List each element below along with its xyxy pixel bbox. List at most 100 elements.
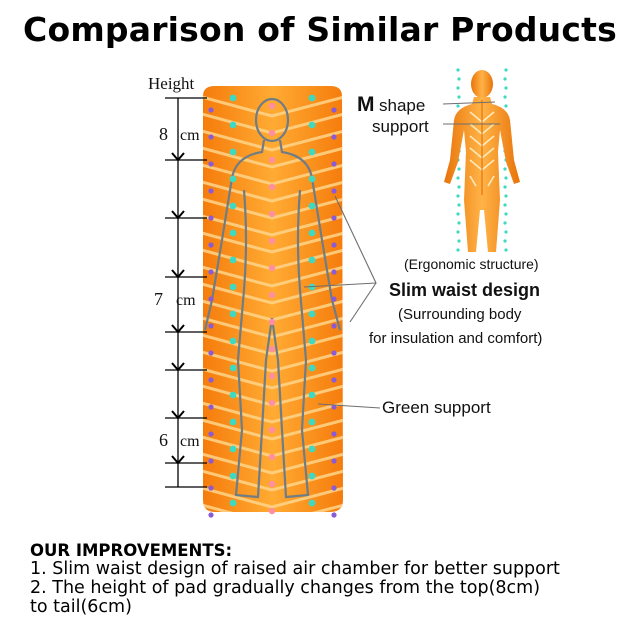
teal-dot <box>229 391 237 399</box>
teal-dot <box>308 472 316 480</box>
teal-dot <box>229 445 237 453</box>
purple-dot <box>208 350 214 356</box>
teal-dot <box>308 310 316 318</box>
teal-dot <box>229 283 237 291</box>
surround-label-line2: for insulation and comfort) <box>369 330 543 347</box>
purple-dot <box>331 431 337 437</box>
measure-8-value: 8 <box>159 124 168 144</box>
purple-dot <box>331 512 337 518</box>
center-dot <box>268 318 276 326</box>
purple-dot <box>208 458 214 464</box>
teal-dot <box>229 148 237 156</box>
improvements-heading: OUR IMPROVEMENTS: <box>30 541 233 560</box>
center-dot <box>268 183 276 191</box>
measure-6-value: 6 <box>159 430 168 450</box>
purple-dot <box>331 458 337 464</box>
teal-dot <box>229 310 237 318</box>
slim-waist-label: Slim waist design <box>389 280 541 300</box>
m-shape-label: shape <box>379 96 426 115</box>
teal-dot <box>308 445 316 453</box>
center-dot <box>268 480 276 488</box>
purple-dot <box>331 134 337 140</box>
improvement-item-2: 2. The height of pad gradually changes f… <box>30 578 541 617</box>
teal-dot <box>229 94 237 102</box>
teal-dot <box>229 202 237 210</box>
improvement-item-1: 1. Slim waist design of raised air chamb… <box>30 559 560 579</box>
teal-dot <box>229 256 237 264</box>
teal-dot <box>308 391 316 399</box>
center-dot <box>268 372 276 380</box>
teal-dot <box>229 472 237 480</box>
teal-dot <box>229 175 237 183</box>
teal-dot <box>229 337 237 345</box>
teal-dot <box>229 121 237 129</box>
page-title: Comparison of Similar Products <box>23 10 617 49</box>
purple-dot <box>208 215 214 221</box>
purple-dot <box>208 404 214 410</box>
green-support-label: Green support <box>382 398 491 417</box>
teal-dot <box>308 229 316 237</box>
center-dot <box>268 156 276 164</box>
teal-dot <box>308 499 316 507</box>
measure-7-unit: cm <box>176 292 196 309</box>
purple-dot <box>208 188 214 194</box>
teal-dot <box>229 364 237 372</box>
purple-dot <box>208 512 214 518</box>
teal-dot <box>229 499 237 507</box>
pad-dots <box>208 94 337 518</box>
teal-dot <box>308 94 316 102</box>
purple-dot <box>208 269 214 275</box>
callout-lines <box>303 101 500 409</box>
center-dot <box>268 426 276 434</box>
center-dot <box>268 102 276 110</box>
teal-dot <box>308 148 316 156</box>
purple-dot <box>208 107 214 113</box>
teal-dot <box>229 229 237 237</box>
purple-dot <box>331 485 337 491</box>
purple-dot <box>208 377 214 383</box>
purple-dot <box>208 242 214 248</box>
purple-dot <box>331 404 337 410</box>
m-shape-figure <box>444 68 520 252</box>
purple-dot <box>208 323 214 329</box>
surround-label-line1: (Surrounding body <box>398 306 522 323</box>
center-dot <box>268 210 276 218</box>
purple-dot <box>331 269 337 275</box>
purple-dot <box>331 377 337 383</box>
m-support-label: support <box>372 117 429 136</box>
center-dot <box>268 453 276 461</box>
sleeping-pad <box>203 86 343 512</box>
purple-dot <box>208 296 214 302</box>
center-dot <box>268 291 276 299</box>
measure-8-unit: cm <box>180 127 200 144</box>
teal-dot <box>308 418 316 426</box>
purple-dot <box>331 323 337 329</box>
teal-dot <box>308 256 316 264</box>
teal-dot <box>308 175 316 183</box>
center-dot <box>268 507 276 515</box>
teal-dot <box>308 337 316 345</box>
purple-dot <box>208 431 214 437</box>
purple-dot <box>331 350 337 356</box>
height-ruler <box>165 97 207 488</box>
teal-dot <box>308 202 316 210</box>
m-shape-letter: M <box>357 93 375 116</box>
center-dot <box>268 345 276 353</box>
height-label: Height <box>148 74 195 93</box>
purple-dot <box>208 161 214 167</box>
purple-dot <box>208 134 214 140</box>
teal-dot <box>308 364 316 372</box>
purple-dot <box>208 485 214 491</box>
purple-dot <box>331 107 337 113</box>
improvements-section: OUR IMPROVEMENTS: 1. Slim waist design o… <box>30 541 630 617</box>
center-dot <box>268 264 276 272</box>
teal-dot <box>229 418 237 426</box>
center-dot <box>268 399 276 407</box>
center-dot <box>268 237 276 245</box>
purple-dot <box>331 242 337 248</box>
teal-dot <box>308 121 316 129</box>
purple-dot <box>331 161 337 167</box>
purple-dot <box>331 188 337 194</box>
measure-6-unit: cm <box>180 433 200 450</box>
